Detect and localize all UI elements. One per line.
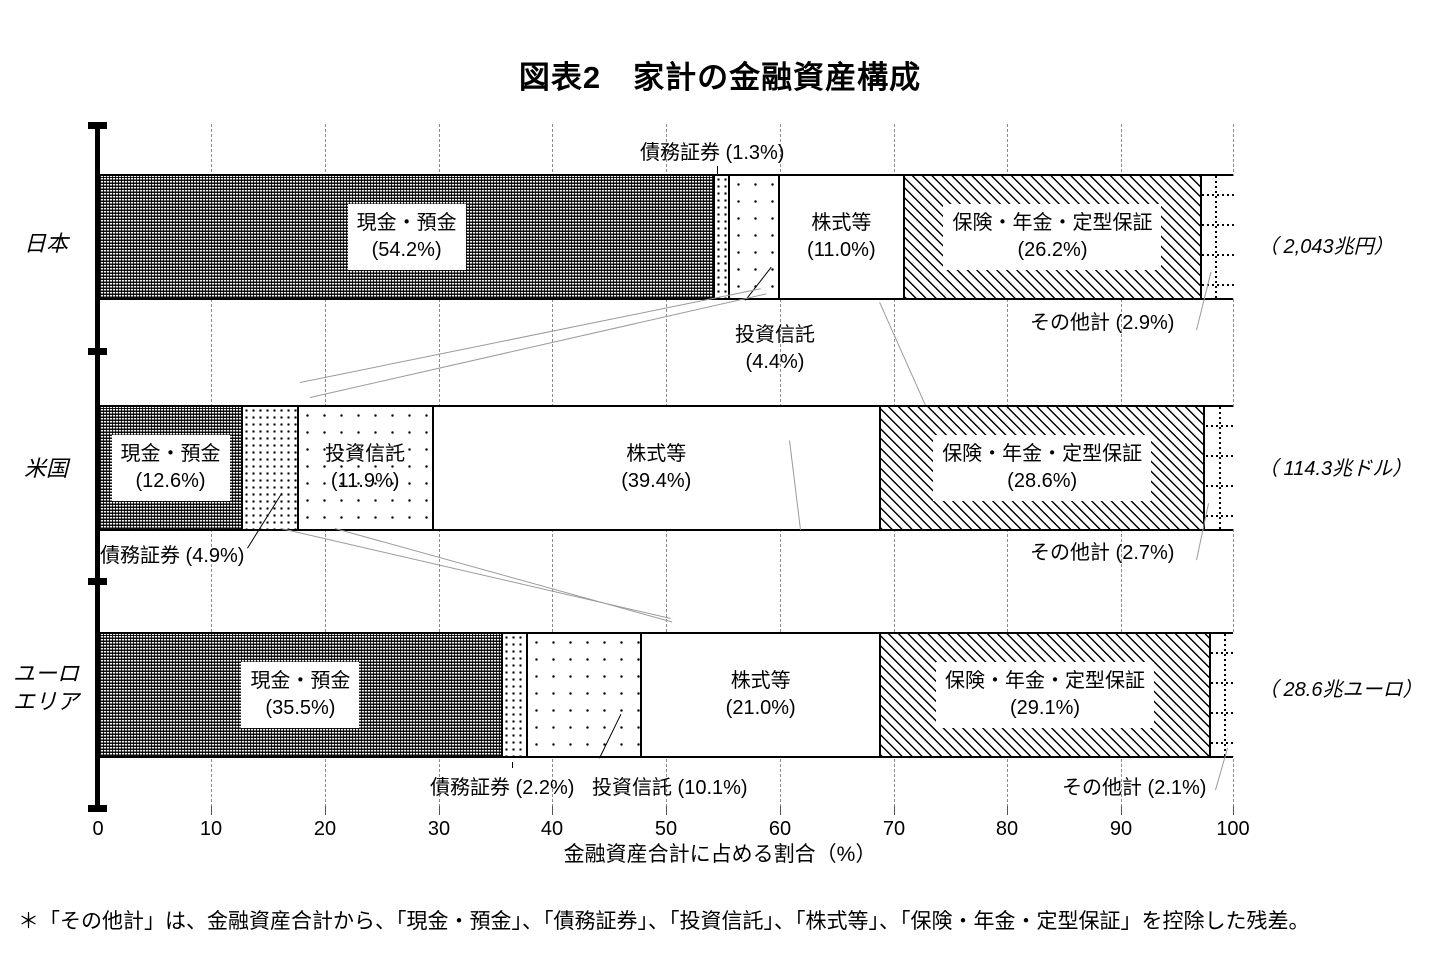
segment-euro-fund[interactable] bbox=[527, 634, 643, 756]
bar-euro: 現金・預金 (35.5%) 株式等 (21.0%) 保険・年金・定型保証 (29… bbox=[98, 632, 1235, 758]
segment-us-other[interactable] bbox=[1205, 407, 1235, 529]
xtick-40 bbox=[552, 806, 553, 815]
xtick-label-80: 80 bbox=[995, 818, 1019, 840]
y-axis-cap-top bbox=[88, 122, 107, 129]
row-total-euro: （ 28.6兆ユーロ） bbox=[1258, 679, 1423, 701]
bar-us: 現金・預金 (12.6%) 投資信託 (11.9%) 株式等 (39.4%) 保… bbox=[98, 405, 1235, 531]
leader-japan-fund-us1 bbox=[300, 288, 761, 383]
segment-label-us-equity: 株式等 (39.4%) bbox=[621, 443, 692, 492]
row-label-us: 米国 bbox=[23, 456, 68, 481]
segment-label-us-insurance: 保険・年金・定型保証 (28.6%) bbox=[933, 435, 1152, 501]
segment-euro-equity[interactable]: 株式等 (21.0%) bbox=[642, 634, 881, 756]
segment-japan-insurance[interactable]: 保険・年金・定型保証 (26.2%) bbox=[904, 176, 1203, 298]
xtick-label-20: 20 bbox=[313, 818, 337, 840]
segment-us-insurance[interactable]: 保険・年金・定型保証 (28.6%) bbox=[880, 407, 1206, 529]
segment-japan-fund[interactable] bbox=[730, 176, 780, 298]
y-axis-cap-bottom bbox=[88, 805, 107, 812]
xtick-label-60: 60 bbox=[768, 818, 792, 840]
xtick-80 bbox=[1007, 806, 1008, 815]
chart-footnote: ＊「その他計」は、金融資産合計から、「現金・預金」、「債務証券」、「投資信託」、… bbox=[18, 910, 1310, 933]
y-axis bbox=[95, 122, 100, 812]
xtick-label-30: 30 bbox=[427, 818, 451, 840]
row-label-euro: ユーロ エリア bbox=[12, 661, 79, 714]
callout-us-debt: 債務証券 (4.9%) bbox=[100, 545, 245, 567]
segment-japan-cash[interactable]: 現金・預金 (54.2%) bbox=[100, 176, 716, 298]
callout-japan-other: その他計 (2.9%) bbox=[1030, 312, 1175, 334]
segment-euro-other[interactable] bbox=[1211, 634, 1235, 756]
xtick-label-0: 0 bbox=[92, 818, 104, 840]
callout-us-other: その他計 (2.7%) bbox=[1030, 542, 1175, 564]
segment-euro-cash[interactable]: 現金・預金 (35.5%) bbox=[100, 634, 503, 756]
xtick-label-90: 90 bbox=[1109, 818, 1133, 840]
segment-label-euro-equity: 株式等 (21.0%) bbox=[725, 670, 796, 719]
segment-us-equity[interactable]: 株式等 (39.4%) bbox=[433, 407, 881, 529]
segment-us-fund[interactable]: 投資信託 (11.9%) bbox=[298, 407, 434, 529]
xtick-100 bbox=[1233, 806, 1234, 815]
segment-label-euro-insurance: 保険・年金・定型保証 (29.1%) bbox=[936, 662, 1155, 728]
xtick-90 bbox=[1121, 806, 1122, 815]
xtick-30 bbox=[439, 806, 440, 815]
y-axis-tick-2 bbox=[88, 578, 107, 585]
segment-euro-debt[interactable] bbox=[502, 634, 528, 756]
segment-label-euro-cash: 現金・預金 (35.5%) bbox=[241, 662, 360, 728]
callout-japan-fund: 投資信託 (4.4%) bbox=[735, 324, 815, 373]
xtick-60 bbox=[780, 806, 781, 815]
xtick-70 bbox=[894, 806, 895, 815]
row-total-japan: （ 2,043兆円） bbox=[1258, 236, 1394, 258]
segment-label-us-fund: 投資信託 (11.9%) bbox=[325, 443, 406, 492]
segment-label-japan-insurance: 保険・年金・定型保証 (26.2%) bbox=[943, 204, 1162, 270]
x-axis-title: 金融資産合計に占める割合（%） bbox=[563, 843, 877, 866]
y-axis-tick-1 bbox=[88, 348, 107, 355]
xtick-label-100: 100 bbox=[1216, 818, 1250, 840]
row-label-japan: 日本 bbox=[23, 231, 68, 256]
segment-label-us-cash: 現金・預金 (12.6%) bbox=[111, 435, 230, 501]
xtick-20 bbox=[325, 806, 326, 815]
segment-label-japan-cash: 現金・預金 (54.2%) bbox=[347, 204, 466, 270]
segment-japan-equity[interactable]: 株式等 (11.0%) bbox=[779, 176, 905, 298]
leader-japan-other-us bbox=[879, 302, 929, 413]
segment-us-debt[interactable] bbox=[243, 407, 299, 529]
callout-euro-fund: 投資信託 (10.1%) bbox=[592, 777, 748, 799]
callout-euro-debt: 債務証券 (2.2%) bbox=[430, 777, 575, 799]
leader-japan-debt bbox=[717, 166, 718, 176]
xtick-label-10: 10 bbox=[199, 818, 223, 840]
xtick-label-70: 70 bbox=[882, 818, 906, 840]
segment-us-cash[interactable]: 現金・預金 (12.6%) bbox=[100, 407, 243, 529]
xtick-label-50: 50 bbox=[654, 818, 678, 840]
xtick-10 bbox=[211, 806, 212, 815]
leader-japan-fund-us2 bbox=[310, 293, 767, 398]
leader-euro-debt bbox=[512, 762, 513, 768]
callout-japan-debt: 債務証券 (1.3%) bbox=[640, 142, 785, 164]
chart-title: 図表2 家計の金融資産構成 bbox=[518, 60, 922, 95]
segment-euro-insurance[interactable]: 保険・年金・定型保証 (29.1%) bbox=[880, 634, 1212, 756]
segment-japan-other[interactable] bbox=[1202, 176, 1235, 298]
row-total-us: （ 114.3兆ドル） bbox=[1258, 458, 1413, 480]
segment-japan-debt[interactable] bbox=[715, 176, 730, 298]
callout-euro-other: その他計 (2.1%) bbox=[1062, 777, 1207, 799]
segment-label-japan-equity: 株式等 (11.0%) bbox=[807, 212, 876, 261]
xtick-50 bbox=[666, 806, 667, 815]
leader-us-fund-eu2 bbox=[334, 528, 673, 623]
xtick-label-40: 40 bbox=[540, 818, 564, 840]
bar-japan: 現金・預金 (54.2%) 株式等 (11.0%) 保険・年金・定型保証 (26… bbox=[98, 174, 1235, 300]
